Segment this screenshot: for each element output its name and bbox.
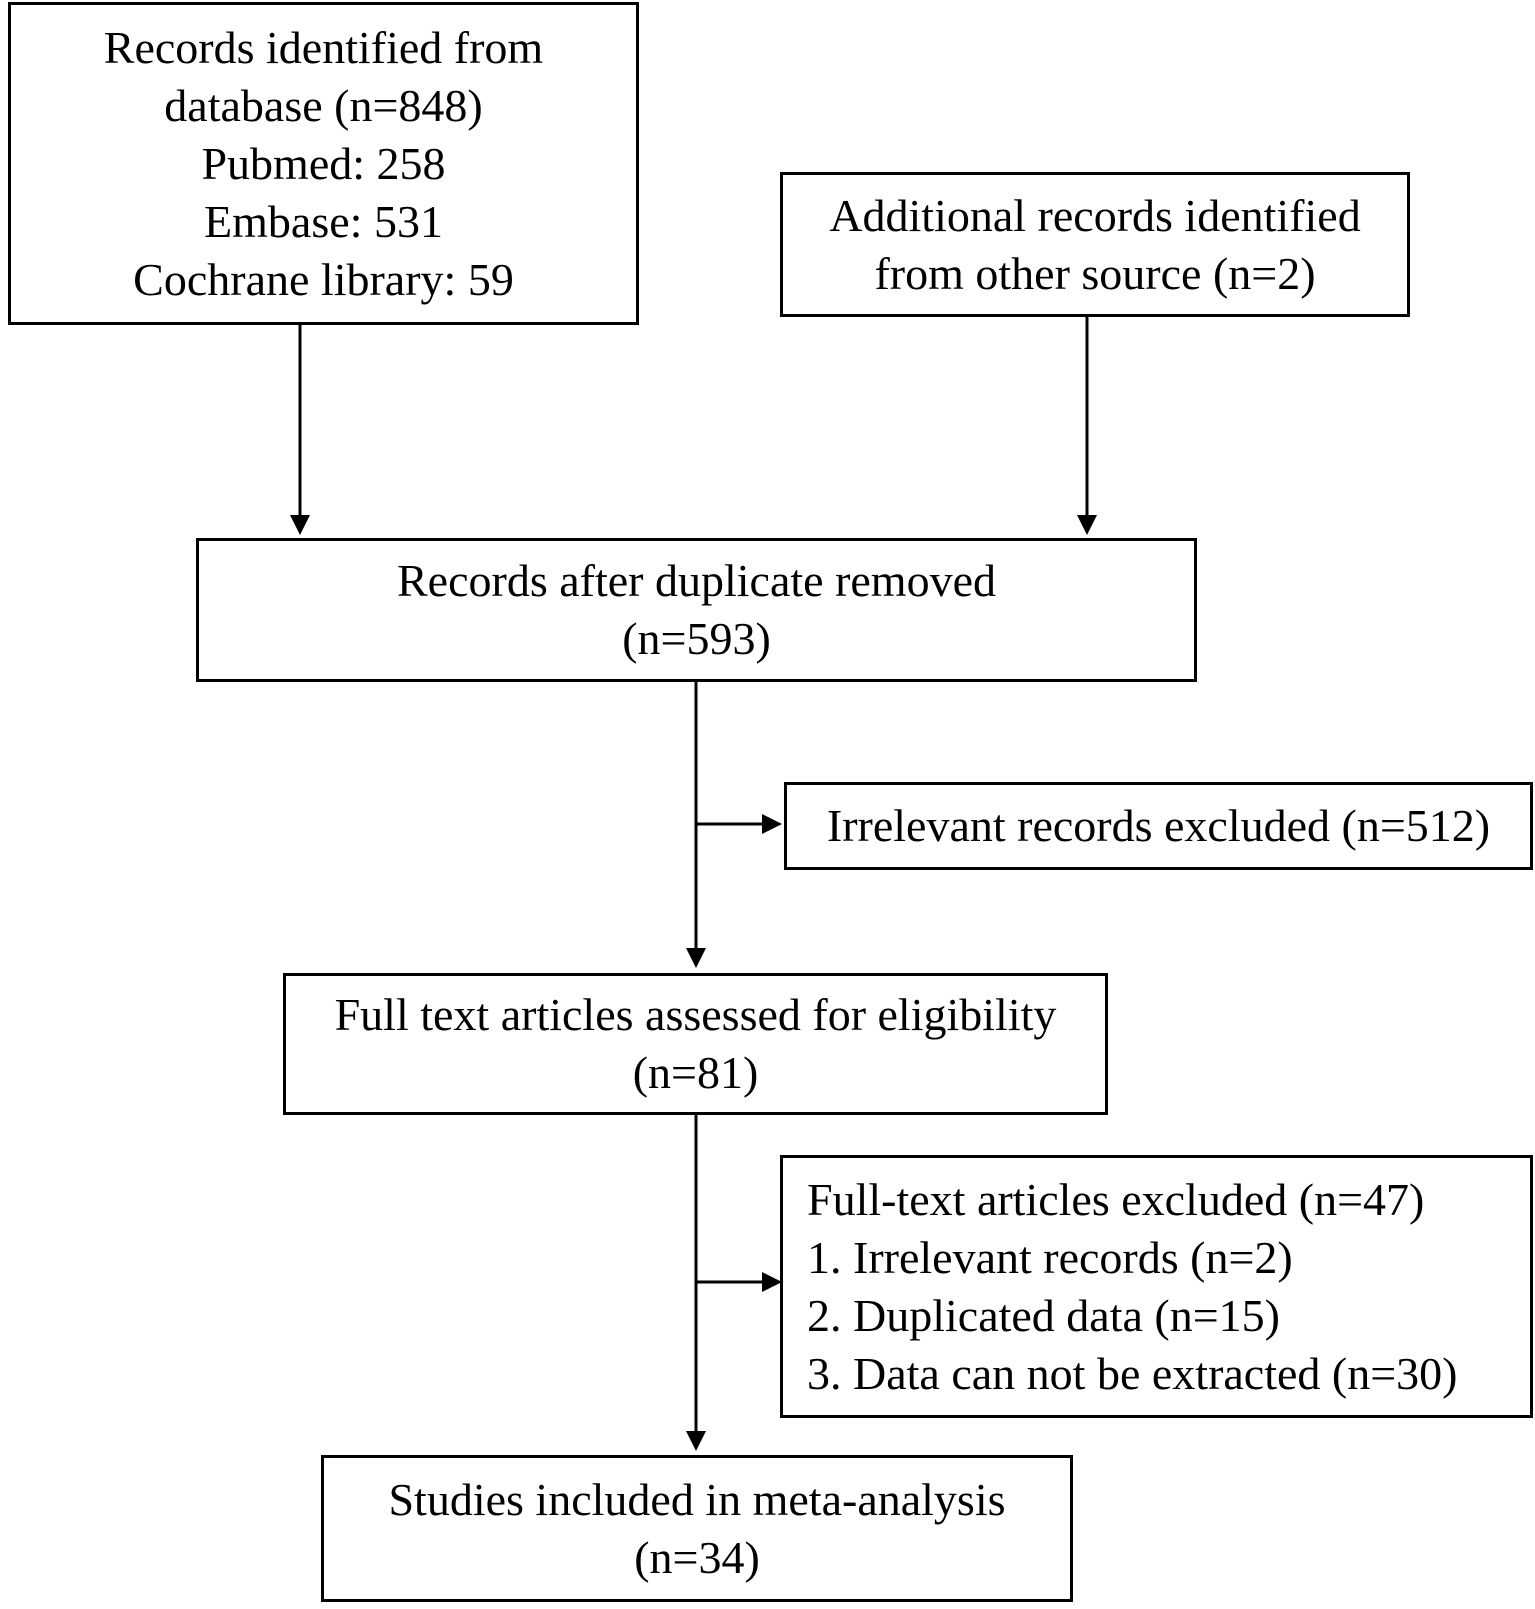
full-text-assessed-line-1: Full text articles assessed for eligibil…: [334, 989, 1057, 1040]
deduplicated-records-box: Records after duplicate removed (n=593): [196, 538, 1197, 682]
full-text-excluded-line-1: Full-text articles excluded (n=47): [807, 1173, 1425, 1225]
included-studies-line-1: Studies included in meta-analysis: [388, 1473, 1006, 1525]
full-text-excluded-line-3: 2. Duplicated data (n=15): [807, 1289, 1281, 1341]
database-records-line-2: database (n=848): [164, 79, 483, 131]
arrowhead-database-to-deduplicated: [290, 515, 310, 535]
deduplicated-line-2: (n=593): [622, 613, 771, 664]
other-source-line-2: from other source (n=2): [874, 247, 1316, 299]
other-source-line-1: Additional records identified: [829, 189, 1361, 241]
full-text-assessed-box: Full text articles assessed for eligibil…: [283, 973, 1108, 1115]
included-studies-box: Studies included in meta-analysis (n=34): [321, 1455, 1073, 1602]
full-text-excluded-line-4: 3. Data can not be extracted (n=30): [807, 1347, 1458, 1399]
arrowhead-other-source-to-deduplicated: [1077, 515, 1097, 535]
irrelevant-excluded-line-1: Irrelevant records excluded (n=512): [826, 800, 1491, 851]
arrowhead-deduplicated-to-full-text: [686, 948, 706, 968]
arrowhead-to-full-text-excluded: [762, 1272, 782, 1292]
irrelevant-excluded-box: Irrelevant records excluded (n=512): [784, 782, 1533, 870]
database-records-line-1: Records identified from: [103, 21, 544, 73]
arrowhead-to-irrelevant-excluded: [762, 814, 782, 834]
arrowhead-full-text-to-included: [686, 1431, 706, 1451]
deduplicated-line-1: Records after duplicate removed: [396, 555, 996, 606]
full-text-excluded-box: Full-text articles excluded (n=47) 1. Ir…: [780, 1155, 1533, 1418]
full-text-assessed-line-2: (n=81): [632, 1047, 759, 1098]
database-records-box: Records identified from database (n=848)…: [8, 2, 639, 325]
database-records-line-3: Pubmed: 258: [201, 137, 446, 189]
other-source-records-box: Additional records identified from other…: [780, 172, 1410, 317]
full-text-excluded-line-2: 1. Irrelevant records (n=2): [807, 1231, 1293, 1283]
database-records-line-5: Cochrane library: 59: [133, 253, 514, 305]
included-studies-line-2: (n=34): [634, 1531, 760, 1583]
database-records-line-4: Embase: 531: [204, 195, 443, 247]
